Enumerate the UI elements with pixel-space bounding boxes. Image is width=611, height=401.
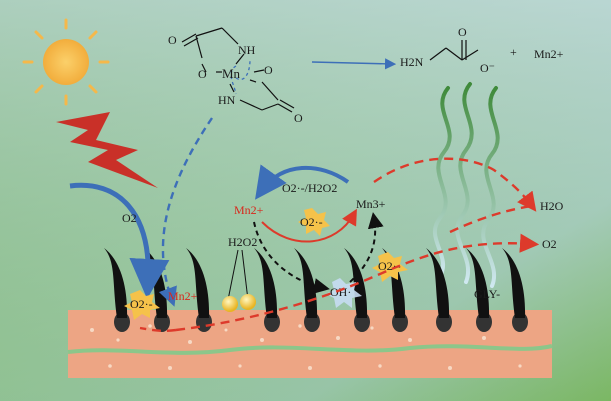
mn-complex-structure bbox=[181, 27, 295, 113]
arrow-complex-to-products bbox=[311, 58, 397, 70]
water-label: H2O bbox=[540, 199, 564, 213]
gly-label: GLY- bbox=[474, 287, 500, 301]
plus-sign: + bbox=[510, 45, 517, 59]
complex-nh-top: NH bbox=[238, 43, 256, 57]
glycine-o: O bbox=[458, 25, 467, 39]
h2o2-ball-right bbox=[240, 294, 256, 310]
cycle-blue-arrow bbox=[255, 164, 350, 200]
arrow-mn3-to-water bbox=[373, 157, 537, 212]
glycine-label: H2N bbox=[400, 55, 424, 69]
complex-dashed-bonds bbox=[235, 59, 251, 81]
arrow-to-water-branch bbox=[449, 204, 533, 234]
h2o2-label: H2O2 bbox=[228, 235, 257, 249]
complex-dashed-bonds-2 bbox=[230, 65, 237, 95]
cycle-red-arrow bbox=[261, 208, 357, 243]
h2o2-line-left bbox=[227, 249, 239, 301]
complex-o-right: O bbox=[264, 63, 273, 77]
hydroxyl-label: OH· bbox=[330, 285, 351, 299]
glycine-waves bbox=[433, 82, 500, 288]
arrow-mn2-to-oh bbox=[253, 221, 330, 294]
superoxide-center: O2·- bbox=[300, 215, 323, 229]
h2o2-ball-left bbox=[222, 296, 238, 312]
mn3-cycle: Mn3+ bbox=[356, 197, 386, 211]
o2-left-label: O2 bbox=[122, 211, 137, 225]
arrow-oh-to-mn3 bbox=[349, 212, 384, 283]
superoxide-skin: O2·- bbox=[130, 297, 153, 311]
mn2-product: Mn2+ bbox=[534, 47, 564, 61]
arrow-skin-to-right bbox=[175, 233, 540, 332]
complex-nh-bottom: HN bbox=[218, 93, 236, 107]
sun-icon bbox=[22, 18, 110, 106]
superoxide-pair: O2·-/H2O2 bbox=[282, 181, 337, 195]
superoxide-burst-center bbox=[298, 208, 330, 236]
arrow-complex-to-skin bbox=[158, 117, 213, 307]
arrow-to-skin-left bbox=[139, 326, 177, 333]
superoxide-right: O2·- bbox=[378, 259, 401, 273]
lightning-icon bbox=[56, 112, 158, 188]
oxygen-label: O2 bbox=[542, 237, 557, 251]
complex-o-bottom: O bbox=[294, 111, 303, 125]
glycine-o-minus: O⁻ bbox=[480, 61, 495, 75]
superoxide-burst-skin bbox=[124, 290, 160, 320]
skin-layer bbox=[67, 310, 553, 378]
h2o2-line-right bbox=[241, 249, 249, 301]
mn2-skin: Mn2+ bbox=[168, 289, 198, 303]
glycine-structure bbox=[429, 40, 479, 61]
arrow-o2-down bbox=[69, 182, 170, 299]
complex-o-top: O bbox=[168, 33, 177, 47]
complex-o-left: O bbox=[198, 67, 207, 81]
complex-mn: Mn bbox=[222, 66, 241, 81]
mn2-cycle: Mn2+ bbox=[234, 203, 264, 217]
